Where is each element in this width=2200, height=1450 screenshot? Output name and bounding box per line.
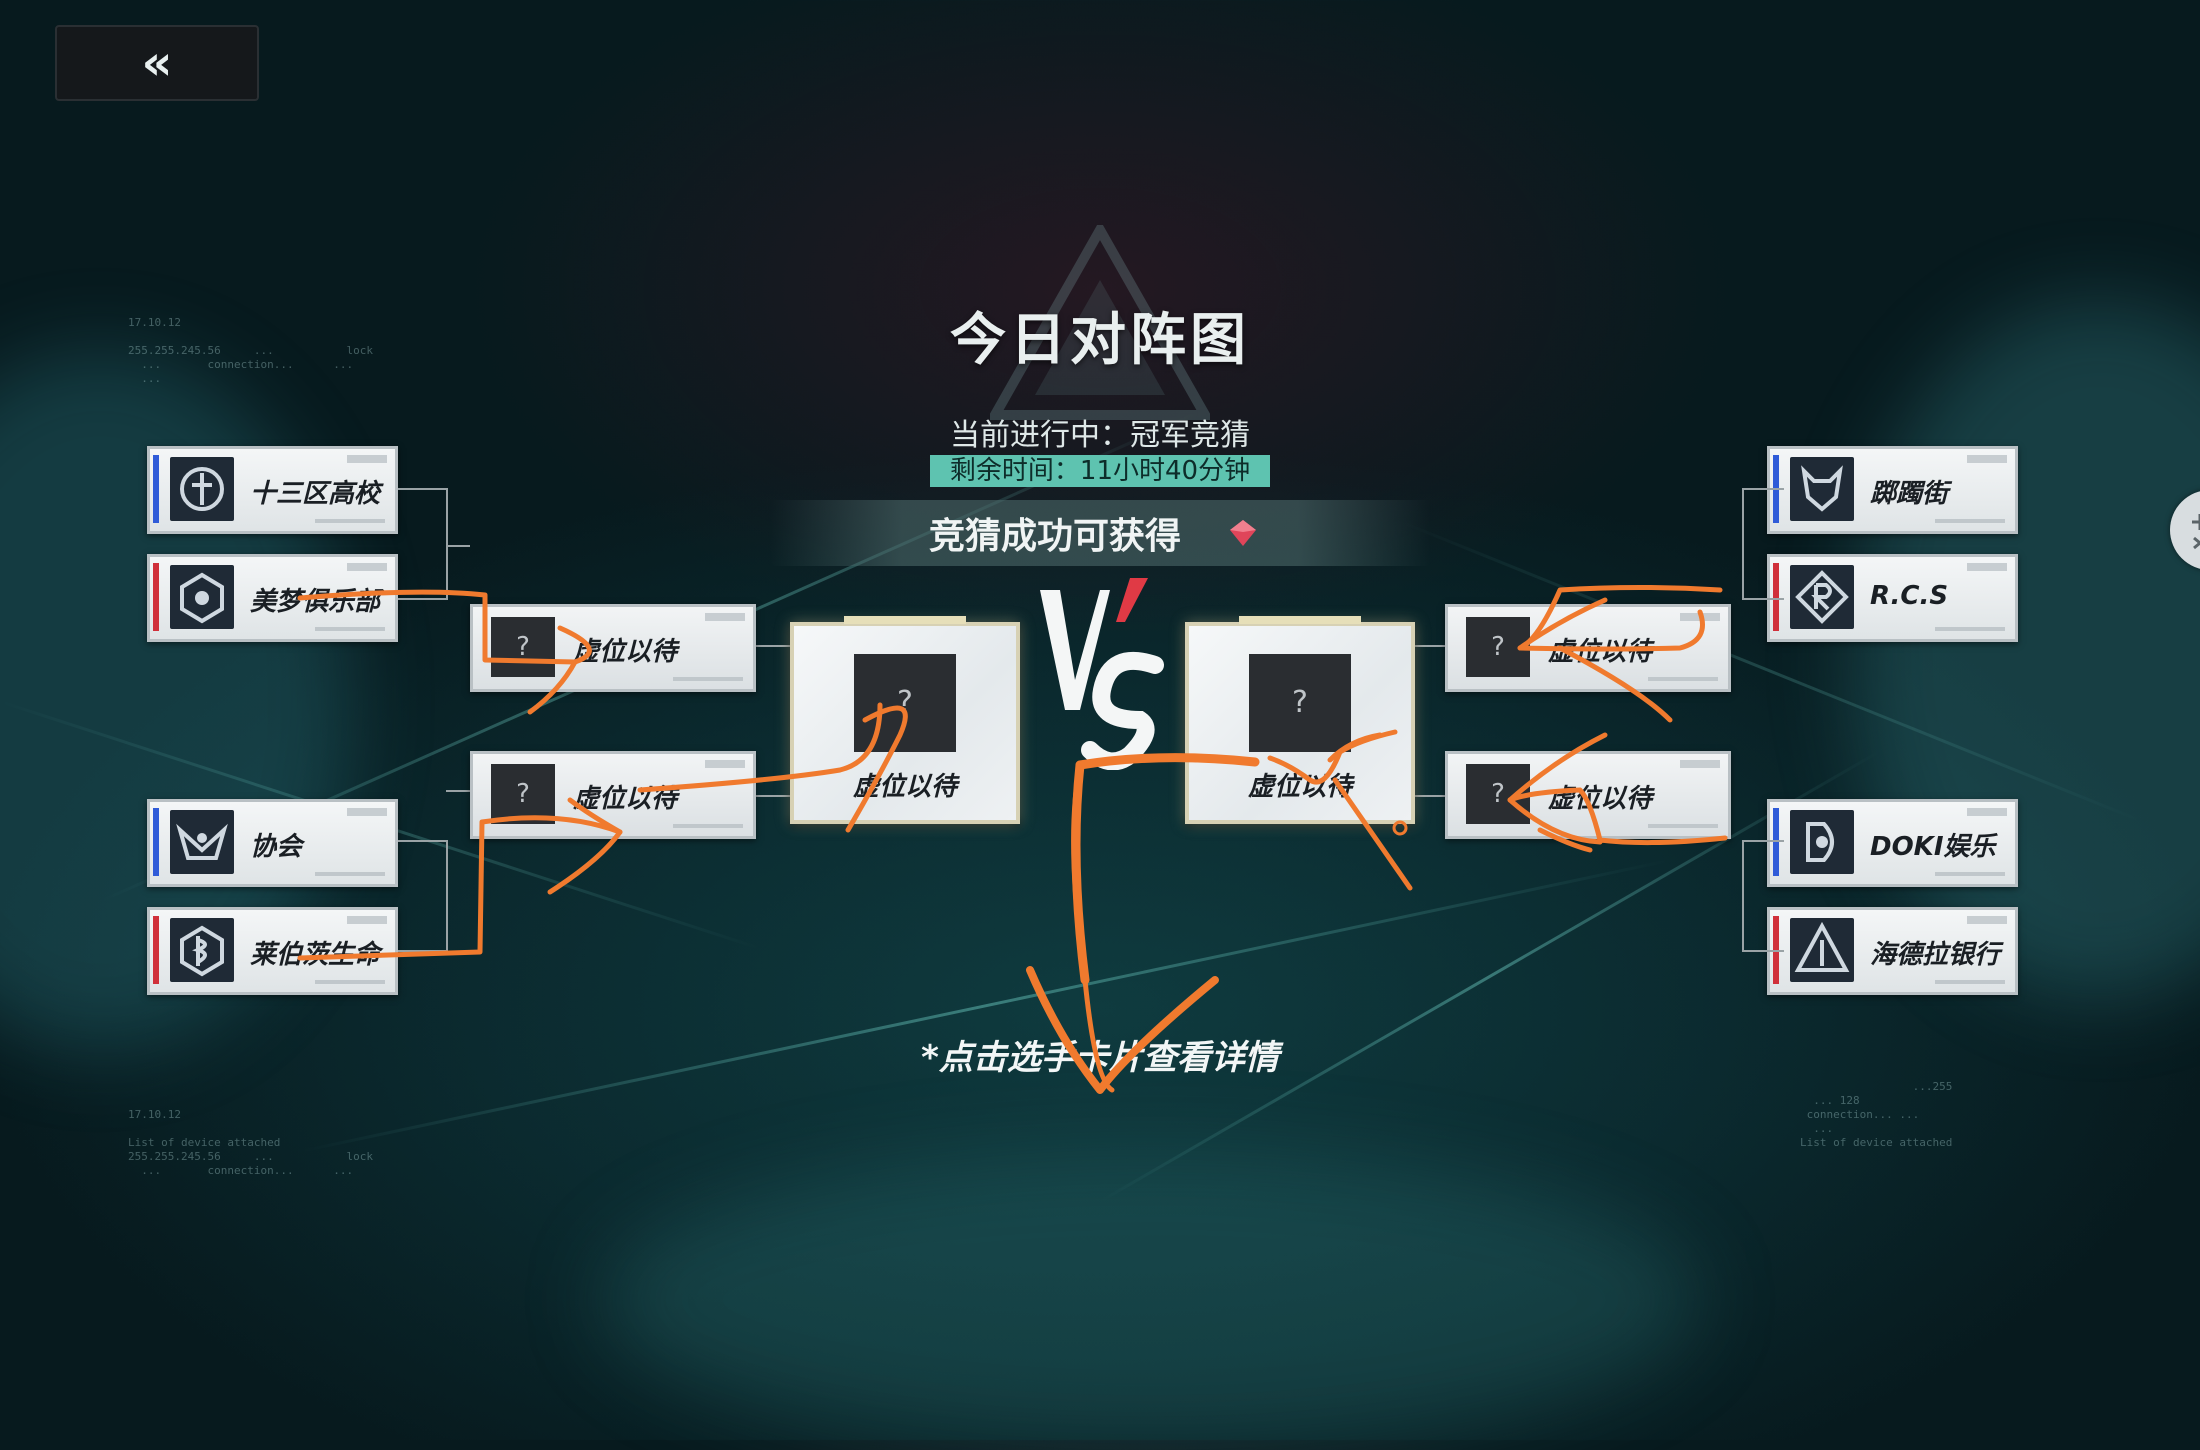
card-tag: [1967, 808, 2007, 816]
slot-label: 虚位以待: [1548, 784, 1653, 814]
current-stage-text: 当前进行中：冠军竞猜: [950, 418, 1250, 453]
bracket-connector: [446, 790, 470, 792]
team-name: DOKI娱乐: [1870, 832, 1996, 862]
bracket-connector: [750, 645, 792, 797]
placeholder-avatar: ?: [1466, 764, 1530, 824]
card-tag: [705, 613, 745, 621]
card-code: [1935, 872, 2005, 876]
team-color-stripe: [1773, 563, 1779, 631]
team-name: 莱伯茨生命: [250, 940, 381, 970]
semifinal-slot-left-bottom[interactable]: ? 虚位以待: [470, 751, 756, 839]
team-color-stripe: [153, 563, 159, 631]
red-gem-icon: [1230, 520, 1256, 546]
team-color-stripe: [1773, 808, 1779, 876]
double-chevron-left-icon: «: [141, 35, 173, 91]
slot-label: 虚位以待: [1247, 772, 1352, 802]
slot-label: 虚位以待: [573, 637, 678, 667]
card-code: [1935, 519, 2005, 523]
team-logo-icon: [170, 565, 234, 629]
team-color-stripe: [153, 455, 159, 523]
placeholder-avatar: ?: [854, 654, 956, 752]
card-code: [315, 519, 385, 523]
vs-emblem: [1040, 578, 1164, 770]
team-logo-icon: [1790, 918, 1854, 982]
team-logo-icon: [170, 918, 234, 982]
card-code: [1648, 824, 1718, 828]
team-card-right-1[interactable]: 踯躅街: [1767, 446, 2018, 534]
team-color-stripe: [153, 808, 159, 876]
bracket-connector: [398, 488, 448, 600]
card-tag: [1680, 613, 1720, 621]
final-slot-right[interactable]: ? 虚位以待: [1185, 616, 1415, 824]
card-topbar: [1239, 616, 1361, 624]
placeholder-avatar: ?: [491, 764, 555, 824]
team-logo-icon: [1790, 810, 1854, 874]
card-topbar: [844, 616, 966, 624]
team-logo-icon: [170, 457, 234, 521]
final-slot-left[interactable]: ? 虚位以待: [790, 616, 1020, 824]
side-panel-tab[interactable]: [2170, 490, 2200, 570]
team-name: 美梦俱乐部: [250, 587, 381, 617]
placeholder-avatar: ?: [1466, 617, 1530, 677]
card-tag: [1680, 760, 1720, 768]
card-tag: [347, 808, 387, 816]
card-tag: [705, 760, 745, 768]
team-color-stripe: [153, 916, 159, 984]
card-tag: [347, 455, 387, 463]
reward-label: 竞猜成功可获得: [928, 516, 1181, 557]
team-logo-icon: [1790, 565, 1854, 629]
card-code: [1935, 627, 2005, 631]
bracket-connector: [398, 840, 448, 952]
team-logo-icon: [170, 810, 234, 874]
team-name: 踯躅街: [1870, 479, 1949, 509]
semifinal-slot-left-top[interactable]: ? 虚位以待: [470, 604, 756, 692]
team-card-right-3[interactable]: DOKI娱乐: [1767, 799, 2018, 887]
semifinal-slot-right-top[interactable]: ? 虚位以待: [1445, 604, 1731, 692]
card-code: [315, 627, 385, 631]
team-card-right-4[interactable]: 海德拉银行: [1767, 907, 2018, 995]
slot-label: 虚位以待: [573, 784, 678, 814]
card-code: [315, 980, 385, 984]
team-logo-icon: [1790, 457, 1854, 521]
team-card-left-2[interactable]: 美梦俱乐部: [147, 554, 398, 642]
card-tag: [1967, 916, 2007, 924]
team-name: 协会: [250, 832, 303, 862]
team-name: 海德拉银行: [1870, 940, 2001, 970]
card-code: [673, 824, 743, 828]
placeholder-avatar: ?: [491, 617, 555, 677]
remaining-time-badge: 剩余时间：11小时40分钟: [930, 455, 1270, 487]
card-tag: [347, 563, 387, 571]
card-code: [1648, 677, 1718, 681]
card-tag: [1967, 563, 2007, 571]
team-card-right-2[interactable]: R.C.S: [1767, 554, 2018, 642]
card-tag: [347, 916, 387, 924]
back-button[interactable]: «: [55, 25, 259, 101]
card-tag: [1967, 455, 2007, 463]
team-name: R.C.S: [1870, 581, 1949, 611]
detail-hint-text: *点击选手卡片查看详情: [921, 1038, 1279, 1078]
bracket-connector: [446, 545, 470, 547]
reward-banner: [770, 500, 1430, 566]
page-title: 今日对阵图: [950, 308, 1250, 373]
semifinal-slot-right-bottom[interactable]: ? 虚位以待: [1445, 751, 1731, 839]
bracket-connector: [1742, 840, 1784, 952]
team-card-left-3[interactable]: 协会: [147, 799, 398, 887]
placeholder-avatar: ?: [1249, 654, 1351, 752]
card-code: [1935, 980, 2005, 984]
team-card-left-1[interactable]: 十三区高校: [147, 446, 398, 534]
team-card-left-4[interactable]: 莱伯茨生命: [147, 907, 398, 995]
slot-label: 虚位以待: [852, 772, 957, 802]
slot-label: 虚位以待: [1548, 637, 1653, 667]
team-name: 十三区高校: [250, 479, 381, 509]
triangle-emblem-icon: [990, 225, 1210, 420]
card-code: [673, 677, 743, 681]
card-code: [315, 872, 385, 876]
plus-icon: [2192, 514, 2200, 550]
bracket-connector: [1742, 488, 1784, 600]
